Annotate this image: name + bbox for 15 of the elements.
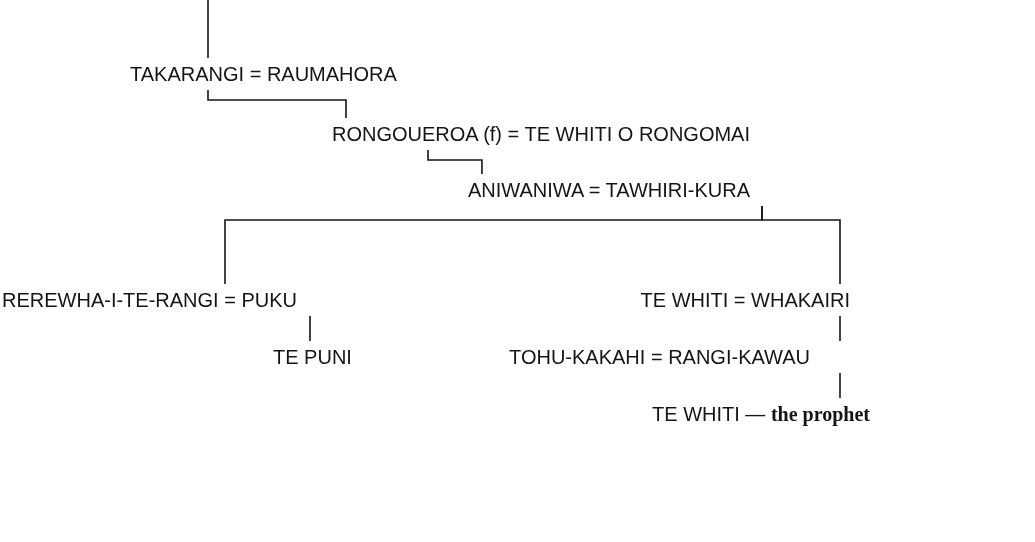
family-line <box>761 205 841 285</box>
family-line <box>839 372 841 399</box>
person-name: REREWHA-I-TE-RANGI = PUKU <box>2 288 298 312</box>
family-line <box>207 89 347 119</box>
person-name: TE WHITI — the prophet <box>652 402 870 426</box>
family-line <box>839 315 841 342</box>
person-name: TE WHITI = WHAKAIRI <box>640 288 850 312</box>
family-line <box>427 149 483 175</box>
person-name: TOHU-KAKAHI = RANGI-KAWAU <box>509 345 810 369</box>
person-name: TE PUNI <box>273 345 352 369</box>
person-name: RONGOUEROA (f) = TE WHITI O RONGOMAI <box>332 122 750 146</box>
person-name: TAKARANGI = RAUMAHORA <box>130 62 397 86</box>
family-line <box>309 315 311 342</box>
person-name: ANIWANIWA = TAWHIRI-KURA <box>467 178 750 202</box>
family-line <box>207 0 209 59</box>
